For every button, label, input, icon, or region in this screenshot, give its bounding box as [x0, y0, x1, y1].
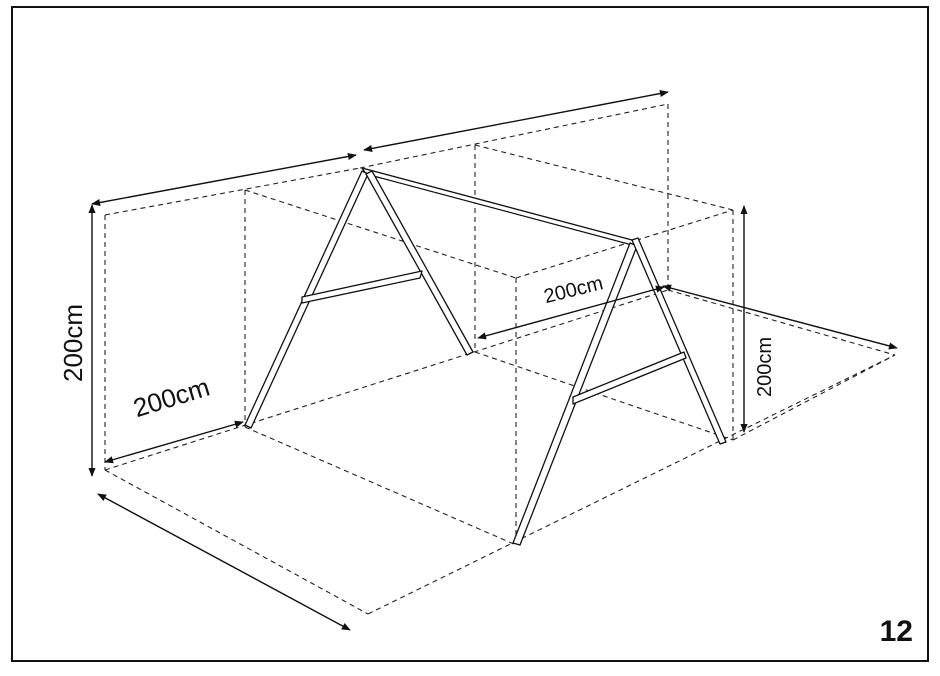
- right-crossbar: [572, 351, 687, 405]
- front-depth-label: 200cm: [130, 372, 213, 424]
- left-height-label: 200cm: [58, 304, 88, 382]
- middle-gap-label: 200cm: [542, 272, 606, 308]
- bottom-depth-arrow: [97, 493, 351, 631]
- front-depth-arrow: [104, 420, 244, 464]
- right-front-leg: [631, 237, 727, 445]
- middle-gap-arrow: [477, 285, 665, 340]
- step-number: 12: [880, 615, 913, 648]
- left-front-leg: [365, 170, 474, 356]
- page-border: [11, 6, 929, 662]
- right-depth-arrow: [662, 284, 898, 350]
- top-right-width-arrow: [363, 89, 669, 153]
- swing-frame: [244, 167, 727, 546]
- left-crossbar: [301, 270, 423, 304]
- top-left-width-arrow: [91, 152, 357, 207]
- right-height-label: 200cm: [754, 337, 776, 397]
- clearance-box: [104, 103, 896, 615]
- dimension-arrows: [88, 89, 898, 631]
